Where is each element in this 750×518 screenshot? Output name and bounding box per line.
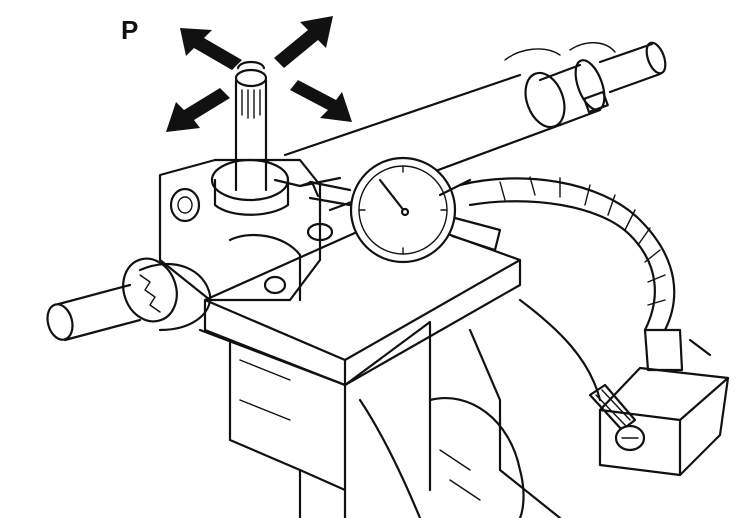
flexible-arm: [458, 176, 712, 372]
mounting-plate: [203, 213, 522, 387]
arrow-up-left: [180, 28, 242, 70]
rack-tube: [283, 41, 667, 212]
pinion-housing: [158, 60, 334, 302]
arrow-down-right: [290, 80, 352, 122]
vise-base: [198, 298, 602, 518]
force-label-p: P: [121, 15, 139, 45]
rack-shaft-left: [46, 187, 212, 342]
arrow-down-left: [166, 88, 230, 132]
magnetic-base: [588, 366, 730, 477]
dial-indicator: [273, 156, 502, 264]
arrow-up-right: [274, 16, 333, 68]
force-arrows: [166, 16, 352, 132]
